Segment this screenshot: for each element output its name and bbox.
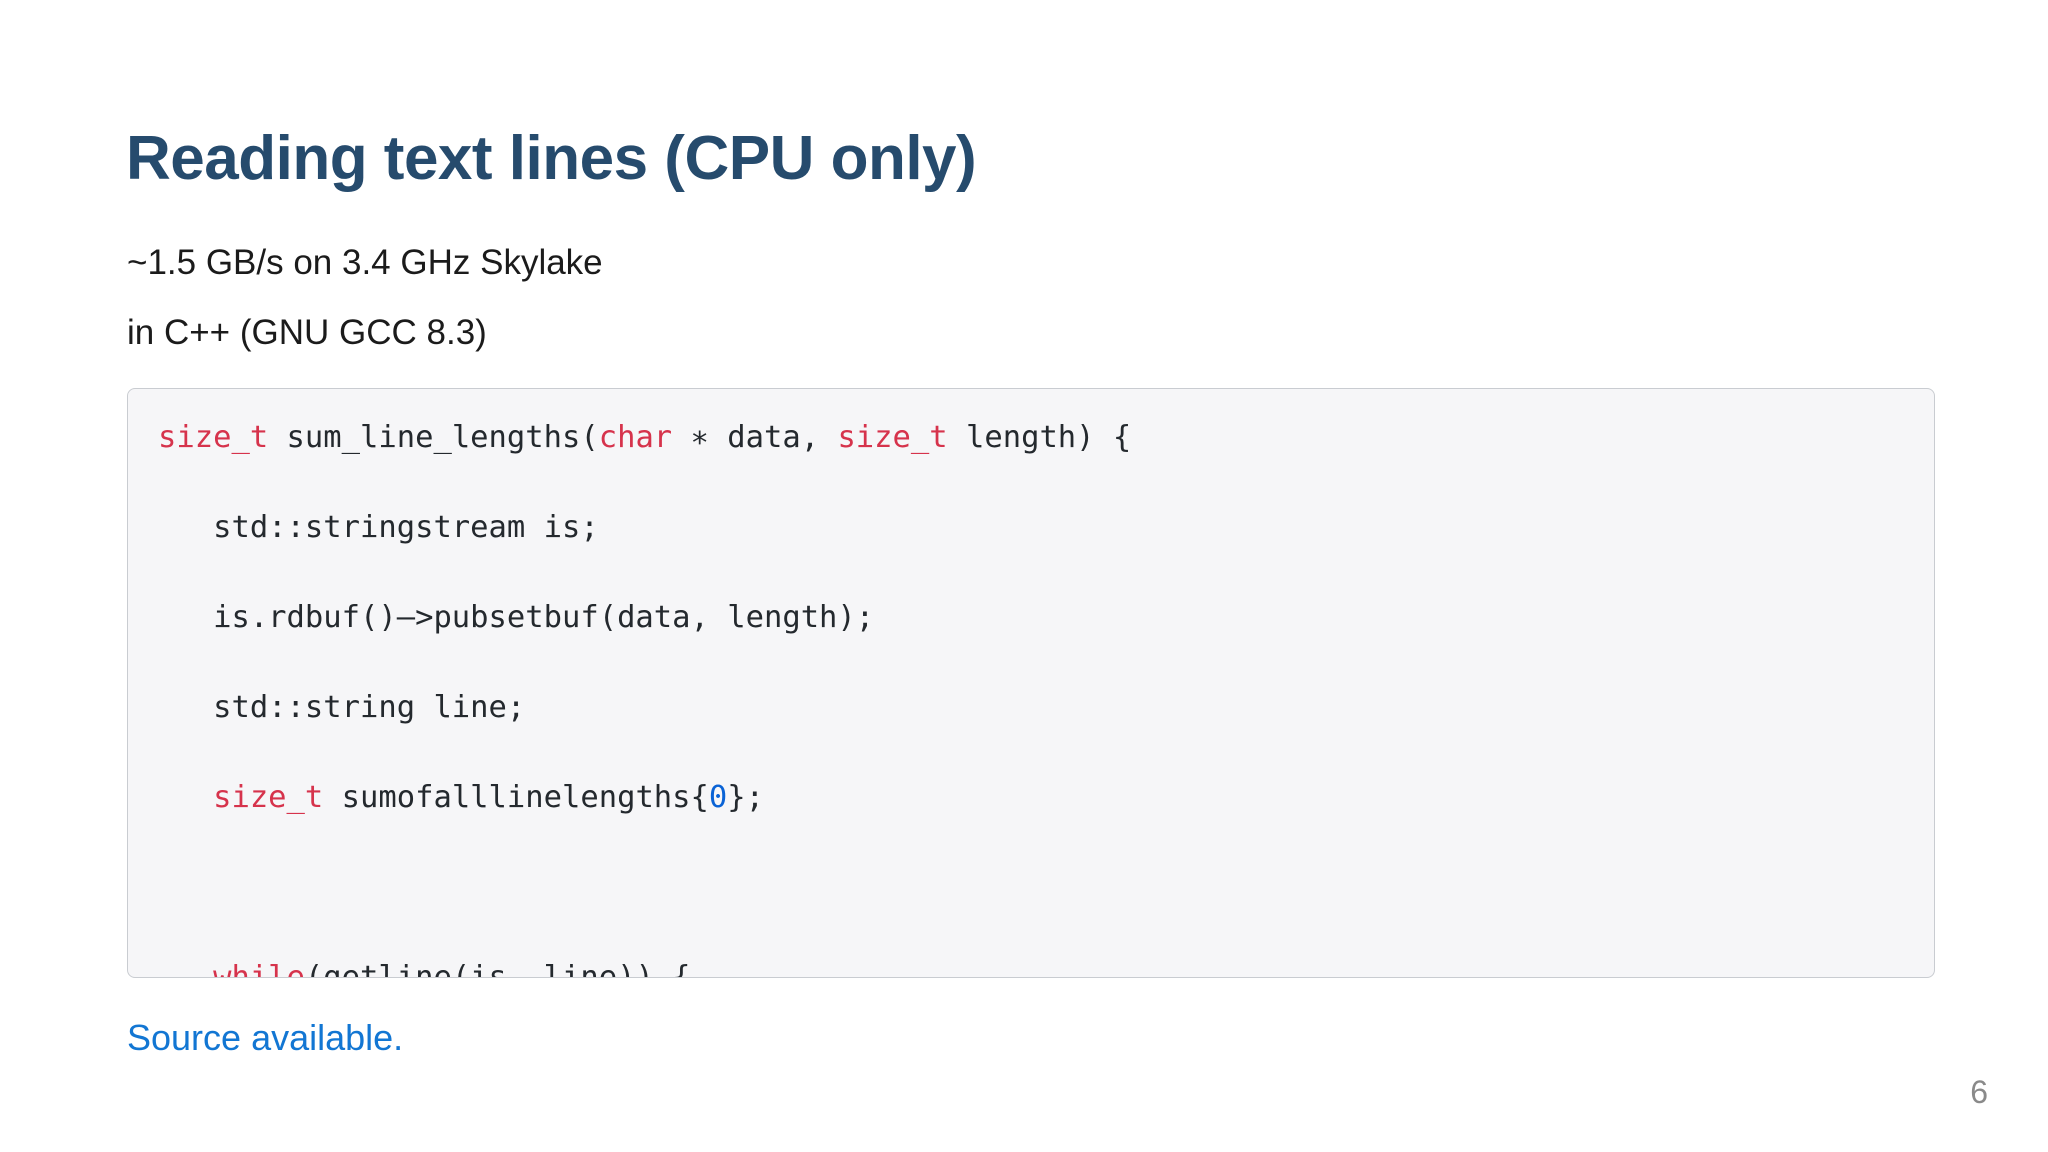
code-token-plain: is.rdbuf()–>pubsetbuf(data, length); (158, 600, 875, 635)
code-line: std::stringstream is; (158, 505, 1934, 550)
code-line: size_t sum_line_lengths(char ∗ data, siz… (158, 415, 1934, 460)
code-token-plain: sum_line_lengths( (268, 420, 599, 455)
code-token-number: 0 (708, 780, 728, 815)
code-token-plain: ∗ data, (672, 420, 838, 455)
code-token-keyword: size_t (213, 780, 324, 815)
code-token-plain: sumofalllinelengths{ (323, 780, 709, 815)
code-block: size_t sum_line_lengths(char ∗ data, siz… (127, 388, 1935, 978)
code-token-keyword: size_t (837, 420, 948, 455)
code-line: std::string line; (158, 685, 1934, 730)
code-token-keyword: while (213, 960, 305, 978)
subtitle-block: ~1.5 GB/s on 3.4 GHz Skylake in C++ (GNU… (127, 228, 1927, 368)
page-title: Reading text lines (CPU only) (126, 123, 977, 193)
code-token-plain: (getline(is, line)) { (304, 960, 691, 978)
code-token-plain: std::stringstream is; (158, 510, 599, 545)
code-token-plain: length) { (947, 420, 1132, 455)
code-token-plain (158, 960, 213, 977)
source-available-link[interactable]: Source available. (127, 1017, 404, 1058)
code-token-plain: }; (727, 780, 765, 815)
code-token-plain: std::string line; (158, 690, 526, 725)
code-line: is.rdbuf()–>pubsetbuf(data, length); (158, 595, 1934, 640)
code-token-plain (158, 780, 213, 815)
code-listing: size_t sum_line_lengths(char ∗ data, siz… (128, 389, 1934, 978)
code-line: while(getline(is, line)) { (158, 955, 1934, 978)
code-line (158, 865, 1934, 910)
subtitle-line-throughput: ~1.5 GB/s on 3.4 GHz Skylake (127, 243, 603, 282)
subtitle-line-language: in C++ (GNU GCC 8.3) (127, 313, 487, 352)
code-line: size_t sumofalllinelengths{0}; (158, 775, 1934, 820)
code-token-keyword: size_t (158, 420, 269, 455)
page-number: 6 (1970, 1074, 1988, 1110)
code-token-keyword: char (598, 420, 673, 455)
